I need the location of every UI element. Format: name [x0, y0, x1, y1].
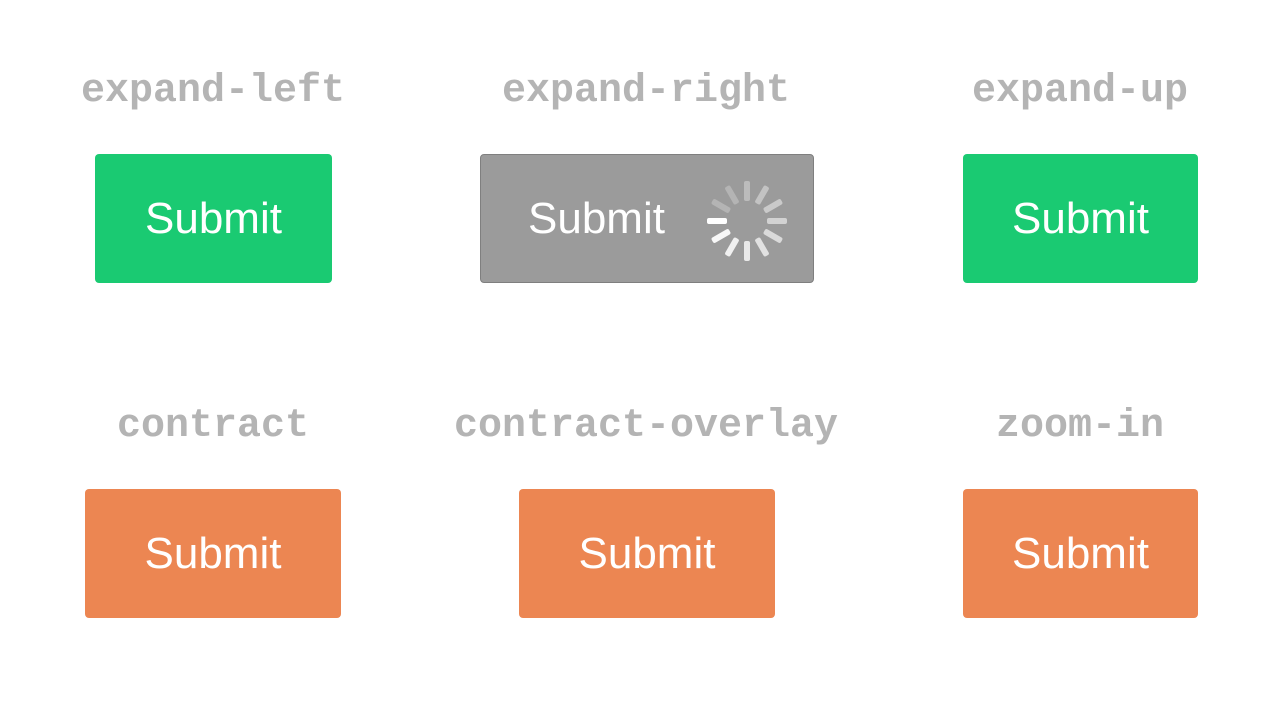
- loading-spinner-icon: [707, 181, 787, 261]
- submit-button-expand-left[interactable]: Submit: [95, 154, 332, 283]
- button-label: Submit: [1012, 193, 1149, 243]
- demo-label-zoom-in: zoom-in: [995, 404, 1165, 449]
- demo-label-contract: contract: [116, 404, 310, 449]
- submit-button-contract-overlay[interactable]: Submit: [519, 489, 775, 618]
- submit-button-expand-right[interactable]: Submit: [480, 154, 814, 283]
- spinner-tick: [763, 229, 783, 243]
- spinner-tick: [725, 237, 739, 257]
- button-label: Submit: [528, 193, 665, 243]
- submit-button-zoom-in[interactable]: Submit: [963, 489, 1198, 618]
- submit-button-contract[interactable]: Submit: [85, 489, 341, 618]
- spinner-tick: [711, 229, 731, 243]
- spinner-tick: [744, 241, 750, 261]
- demo-label-expand-right: expand-right: [501, 69, 791, 114]
- demo-label-expand-left: expand-left: [80, 69, 346, 114]
- submit-button-expand-up[interactable]: Submit: [963, 154, 1198, 283]
- demo-label-contract-overlay: contract-overlay: [453, 404, 839, 449]
- spinner-tick: [725, 185, 739, 205]
- spinner-tick: [711, 199, 731, 213]
- spinner-tick: [707, 218, 727, 224]
- button-label: Submit: [1012, 528, 1149, 578]
- spinner-tick: [755, 185, 769, 205]
- button-label: Submit: [578, 528, 716, 578]
- button-label: Submit: [145, 193, 282, 243]
- spinner-tick: [763, 199, 783, 213]
- demo-label-expand-up: expand-up: [971, 69, 1189, 114]
- spinner-tick: [767, 218, 787, 224]
- spinner-tick: [755, 237, 769, 257]
- spinner-tick: [744, 181, 750, 201]
- button-label: Submit: [144, 528, 282, 578]
